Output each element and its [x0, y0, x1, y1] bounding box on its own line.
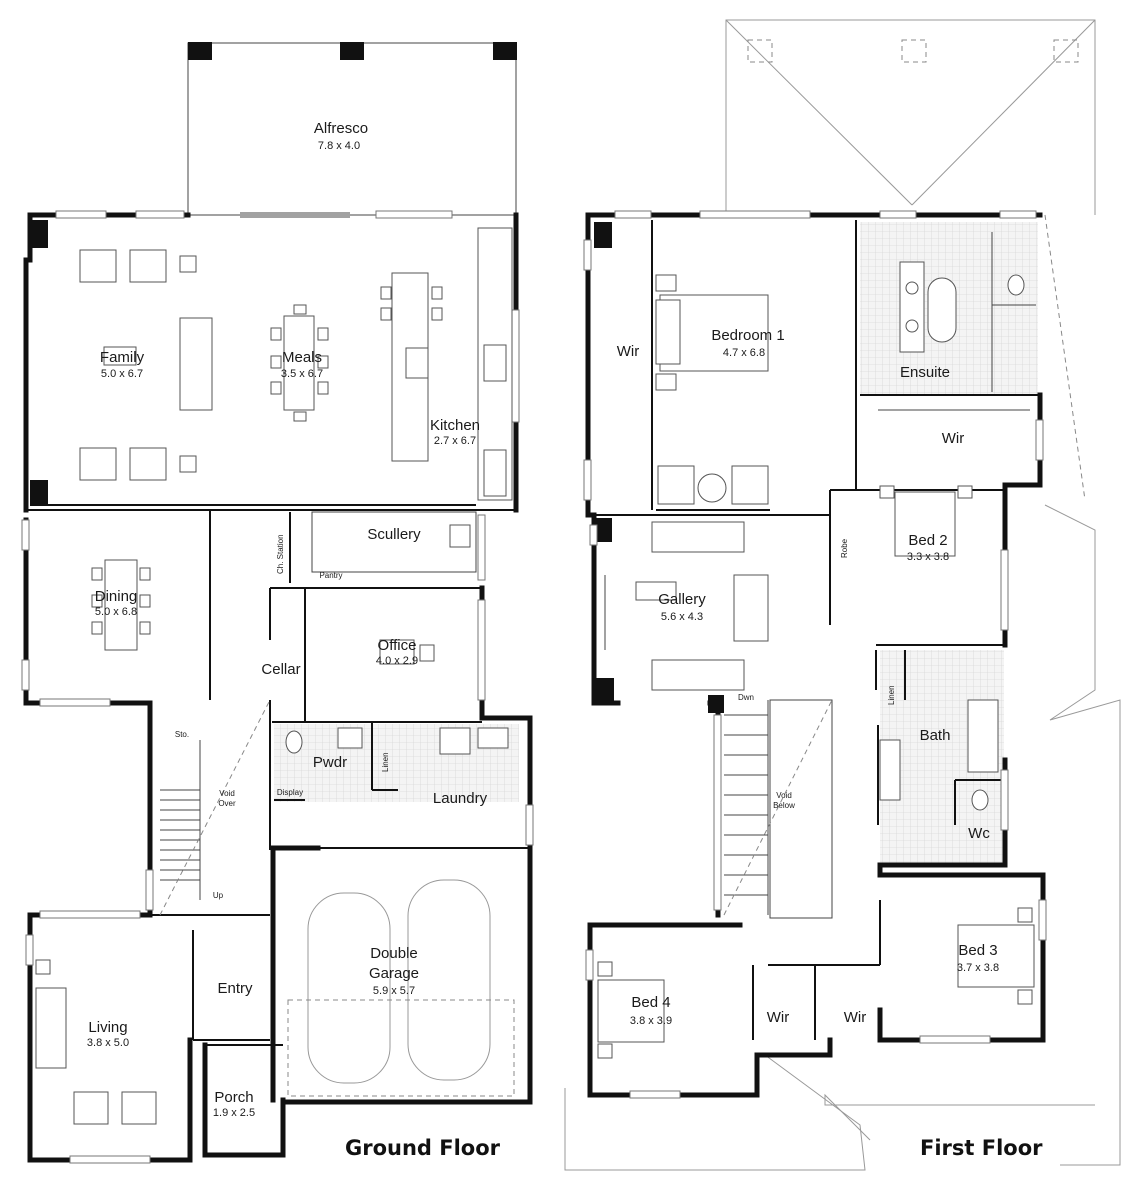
dining-table: [91, 559, 151, 651]
ground-stairs: [159, 699, 271, 916]
wc-label: Wc: [968, 825, 990, 842]
bath-fixtures: [879, 699, 999, 811]
laundry-machine: [439, 727, 471, 755]
kitchen-island: [380, 227, 513, 501]
office-desk: [379, 639, 415, 665]
alfresco-area: [187, 42, 517, 218]
up-label: Up: [213, 891, 224, 900]
ground-linen-label: Linen: [381, 752, 390, 772]
bed4-furniture: [597, 961, 665, 1059]
living-furniture: [35, 959, 157, 1125]
pantry-label: Pantry: [319, 571, 342, 580]
void-below-label-1: Void: [776, 791, 792, 800]
void-below-label-2: Below: [773, 801, 795, 810]
wir-bed3-label: Wir: [844, 1009, 867, 1026]
kitchen-dims: 2.7 x 6.7: [434, 435, 476, 447]
alfresco-dims: 7.8 x 4.0: [318, 140, 360, 152]
porch-label: Porch: [214, 1089, 253, 1106]
scullery-sink: [449, 524, 471, 548]
ground-floor-title: Ground Floor: [345, 1136, 501, 1160]
pwdr-basin: [337, 727, 363, 749]
bedroom1-dims: 4.7 x 6.8: [723, 347, 765, 359]
ground-room-labels: Alfresco 7.8 x 4.0 Family 5.0 x 6.7 Meal…: [87, 120, 488, 1119]
garage-label-2: Garage: [369, 965, 419, 982]
office-chair: [419, 644, 435, 662]
living-dims: 3.8 x 5.0: [87, 1037, 129, 1049]
laundry-label: Laundry: [433, 790, 488, 807]
office-dims: 4.0 x 2.9: [376, 655, 418, 667]
alfresco-label: Alfresco: [314, 120, 368, 137]
wir-bed4-label: Wir: [767, 1009, 790, 1026]
laundry-tub: [477, 727, 509, 749]
first-stairs: [723, 699, 833, 919]
family-furniture: [79, 249, 213, 481]
bed3-label: Bed 3: [958, 942, 997, 959]
first-floor-title: First Floor: [920, 1136, 1043, 1160]
garage-dims: 5.9 x 5.7: [373, 985, 415, 997]
ch-station-label: Ch. Station: [276, 534, 285, 574]
ensuite-fixtures: [878, 232, 1036, 411]
pwdr-toilet: [285, 730, 303, 754]
entry-label: Entry: [217, 980, 253, 997]
dining-label: Dining: [95, 588, 138, 605]
family-label: Family: [100, 349, 145, 366]
first-room-labels: Wir Bedroom 1 4.7 x 6.8 Ensuite Wir Robe…: [617, 327, 999, 1027]
meals-label: Meals: [282, 349, 322, 366]
scullery-bench: [311, 511, 477, 573]
bed2-dims: 3.3 x 3.8: [907, 551, 949, 563]
bath-label: Bath: [920, 727, 951, 744]
first-windows: [583, 210, 1047, 1099]
sto-label: Sto.: [175, 730, 189, 739]
bedroom1-furniture: [655, 274, 769, 505]
dwn-label: Dwn: [738, 693, 754, 702]
cellar-label: Cellar: [261, 661, 300, 678]
pwdr-label: Pwdr: [313, 754, 347, 771]
garage-cars: [287, 879, 515, 1097]
gallery-furniture: [604, 521, 769, 691]
first-floor-plan: [564, 19, 1121, 1171]
bed2-furniture: [879, 485, 973, 557]
bed3-furniture: [957, 907, 1035, 1005]
bed3-dims: 3.7 x 3.8: [957, 962, 999, 974]
meals-table: [270, 304, 329, 422]
scullery-label: Scullery: [367, 526, 421, 543]
first-linen-label: Linen: [887, 685, 896, 705]
kitchen-label: Kitchen: [430, 417, 480, 434]
garage-label-1: Double: [370, 945, 418, 962]
gallery-label: Gallery: [658, 591, 706, 608]
void-over-label-2: Over: [218, 799, 236, 808]
living-label: Living: [88, 1019, 127, 1036]
wir-main-label: Wir: [617, 343, 640, 360]
robe-label: Robe: [840, 538, 849, 558]
ensuite-label: Ensuite: [900, 364, 950, 381]
bed4-label: Bed 4: [631, 994, 670, 1011]
dining-dims: 5.0 x 6.8: [95, 606, 137, 618]
office-label: Office: [378, 637, 417, 654]
bed4-dims: 3.8 x 3.9: [630, 1015, 672, 1027]
family-dims: 5.0 x 6.7: [101, 368, 143, 380]
porch-dims: 1.9 x 2.5: [213, 1107, 255, 1119]
display-label: Display: [277, 788, 303, 797]
meals-dims: 3.5 x 6.7: [281, 368, 323, 380]
void-over-label-1: Void: [219, 789, 235, 798]
bed2-label: Bed 2: [908, 532, 947, 549]
wir-ensuite-label: Wir: [942, 430, 965, 447]
ground-floor-plan: [21, 42, 534, 1164]
gallery-dims: 5.6 x 4.3: [661, 611, 703, 623]
bedroom1-label: Bedroom 1: [711, 327, 784, 344]
ground-windows: [21, 210, 534, 1164]
first-floor-walls: [585, 212, 1046, 1098]
roof-outline: [564, 19, 1121, 1171]
